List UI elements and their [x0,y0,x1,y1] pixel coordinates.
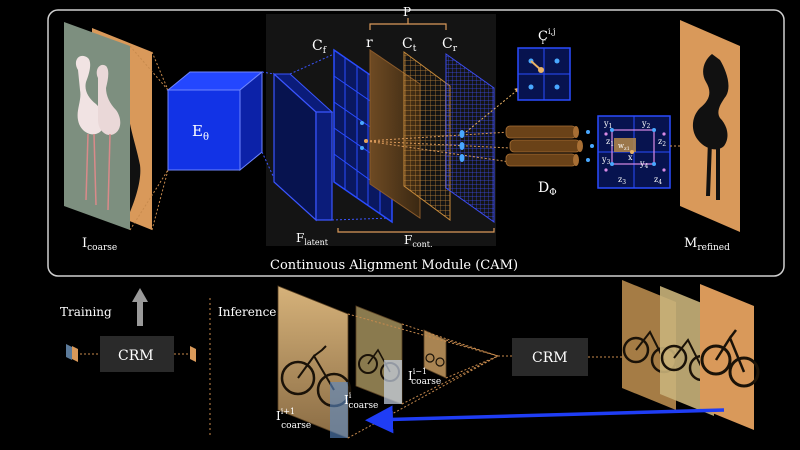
decoder-label: DΦ [538,180,557,198]
ct-plane [403,51,451,221]
training-output-thumb [190,346,196,362]
encoder-label: Eθ [192,122,209,143]
coarse-panel-i-plus-1 [277,285,352,439]
encoder-to-latent-lines [261,71,275,179]
svg-text:y3: y3 [601,155,611,166]
f-latent-label: Flatent [296,231,329,247]
svg-text:wz1: wz1 [618,142,630,152]
query-lines [365,131,511,163]
f-cont-label: Fcont. [404,233,433,249]
training-label: Training [60,305,112,319]
crm-training-label: CRM [118,348,154,364]
r-label: r [366,35,373,51]
training-input-thumbs [66,344,78,362]
feedback-arrow [365,405,725,434]
m-refined-label: Mrefined [684,236,730,253]
refined-output-stack [622,280,760,430]
svg-text:z1: z1 [606,137,614,148]
p-brace [369,18,447,30]
svg-text:x: x [628,153,633,162]
decoder-block [505,125,583,167]
svg-text:z2: z2 [658,137,666,148]
i-coarse-label: Icoarse [82,236,117,253]
flamingo-figure [75,55,121,211]
interp-labels: y1 y2 y3 y4 z1 z2 z3 z4 x wz1 [601,119,666,186]
f-cont-bracket [337,228,495,233]
latent-to-cf-lines [289,53,393,221]
crm-box-inference [512,338,588,376]
svg-text:z3: z3 [618,175,626,186]
cr-plane [445,53,495,223]
coarse-panel-i [355,305,403,405]
cf-label: Cf [312,38,327,56]
cr-label: Cr [442,36,458,54]
svg-text:y1: y1 [603,119,612,130]
svg-text:z4: z4 [654,175,662,186]
crm-box-training [100,336,174,372]
interpolation-grid [597,115,671,189]
crm-inference-label: CRM [532,350,568,366]
encoder-block: Eθ [166,70,264,172]
image-to-encoder-lines [129,45,169,231]
inference-label: Inference [218,305,276,319]
decoder-output-points [586,130,594,162]
svg-text:y4: y4 [639,159,649,170]
cr-ij-inset [517,47,571,101]
refined-mask-silhouette [692,54,729,200]
cam-title: Continuous Alignment Module (CAM) [270,258,518,273]
ct-label: Ct [402,36,417,54]
training-up-arrow [132,288,148,326]
svg-text:y2: y2 [641,119,651,130]
p-label: P [403,5,411,19]
query-points [459,130,465,162]
f-latent-block [272,72,334,222]
coarse-panel-i-minus-1 [423,329,447,379]
